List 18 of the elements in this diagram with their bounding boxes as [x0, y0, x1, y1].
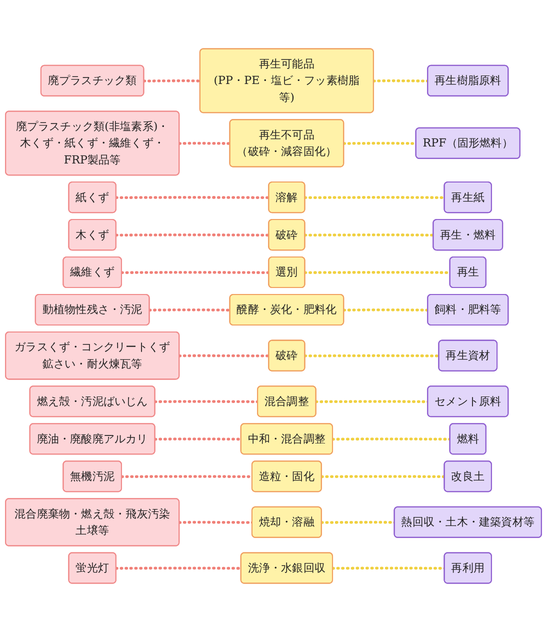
connector — [114, 234, 270, 237]
connector — [178, 354, 270, 358]
connector — [120, 271, 270, 274]
connector — [372, 79, 430, 82]
connector — [320, 475, 446, 478]
connector — [304, 354, 440, 358]
connector — [331, 438, 452, 441]
connector — [154, 438, 243, 441]
connector — [304, 196, 446, 200]
connector — [142, 79, 202, 82]
connector — [178, 142, 232, 145]
connector — [114, 196, 270, 200]
connector — [178, 520, 254, 524]
connector — [304, 234, 435, 237]
connector — [114, 566, 243, 570]
connector — [148, 308, 232, 312]
connector — [154, 400, 260, 404]
connector — [342, 308, 430, 312]
